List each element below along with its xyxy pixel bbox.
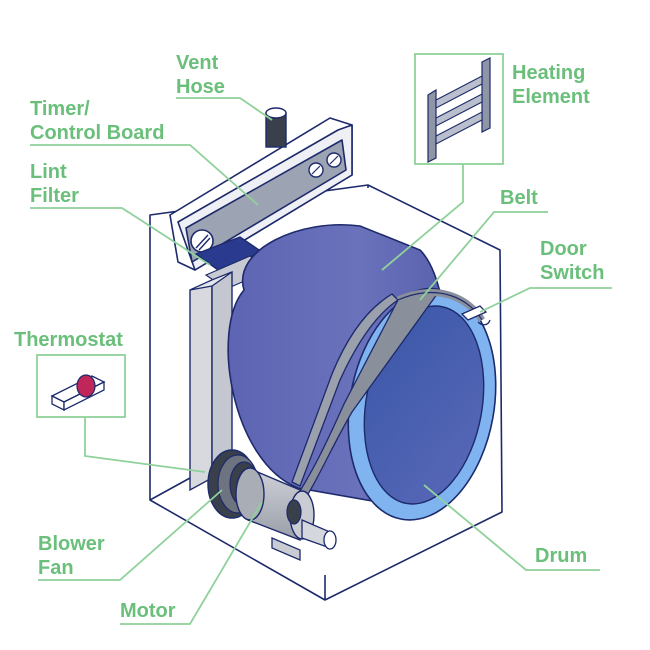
motor-mount bbox=[271, 537, 301, 561]
label-drum: Drum bbox=[535, 545, 587, 567]
label-door-switch-line2: Switch bbox=[540, 262, 604, 284]
label-blower-fan-line1: Blower bbox=[38, 533, 105, 555]
air-duct bbox=[189, 270, 233, 492]
label-timer-line2: Control Board bbox=[30, 122, 164, 144]
callout-timer-control-board bbox=[30, 144, 259, 206]
thermostat-icon bbox=[50, 374, 106, 412]
label-lint-filter-line1: Lint bbox=[30, 161, 67, 183]
label-thermostat: Thermostat bbox=[14, 329, 123, 351]
label-vent-hose-line2: Hose bbox=[176, 76, 225, 98]
control-panel bbox=[169, 117, 353, 271]
motor-pulley bbox=[286, 499, 302, 525]
callout-lines bbox=[30, 97, 612, 625]
callout-drum bbox=[423, 484, 600, 571]
label-belt: Belt bbox=[500, 187, 538, 209]
callout-lint-filter bbox=[30, 207, 211, 266]
callout-thermostat bbox=[84, 418, 206, 473]
cabinet-floor-left bbox=[149, 477, 191, 501]
timer-control-board-panel bbox=[185, 139, 347, 263]
callout-door-switch bbox=[479, 287, 612, 313]
label-door-switch-line1: Door bbox=[540, 238, 587, 260]
control-knob bbox=[190, 229, 214, 253]
label-heating-element-line1: Heating bbox=[512, 62, 585, 84]
callout-heating-element bbox=[381, 164, 464, 271]
label-lint-filter-line2: Filter bbox=[30, 185, 79, 207]
callout-blower-fan bbox=[38, 489, 223, 581]
door-switch bbox=[460, 305, 491, 326]
drum-opening bbox=[363, 305, 485, 505]
thermostat-inset bbox=[36, 354, 126, 418]
label-blower-fan-line2: Fan bbox=[38, 557, 74, 579]
callout-vent-hose bbox=[176, 97, 273, 121]
label-timer-line1: Timer/ bbox=[30, 98, 90, 120]
labels: Vent Hose Timer/ Control Board Lint Filt… bbox=[14, 52, 604, 622]
control-knob bbox=[308, 162, 324, 178]
label-vent-hose-line1: Vent bbox=[176, 52, 219, 74]
motor bbox=[235, 466, 337, 561]
heating-element-inset bbox=[414, 53, 504, 165]
callout-motor bbox=[120, 501, 263, 625]
heating-element-icon bbox=[427, 57, 491, 163]
label-motor: Motor bbox=[120, 600, 176, 622]
control-knob bbox=[326, 152, 342, 168]
label-heating-element-line2: Element bbox=[512, 86, 590, 108]
vent-hose bbox=[265, 107, 287, 148]
callout-belt bbox=[419, 211, 548, 301]
